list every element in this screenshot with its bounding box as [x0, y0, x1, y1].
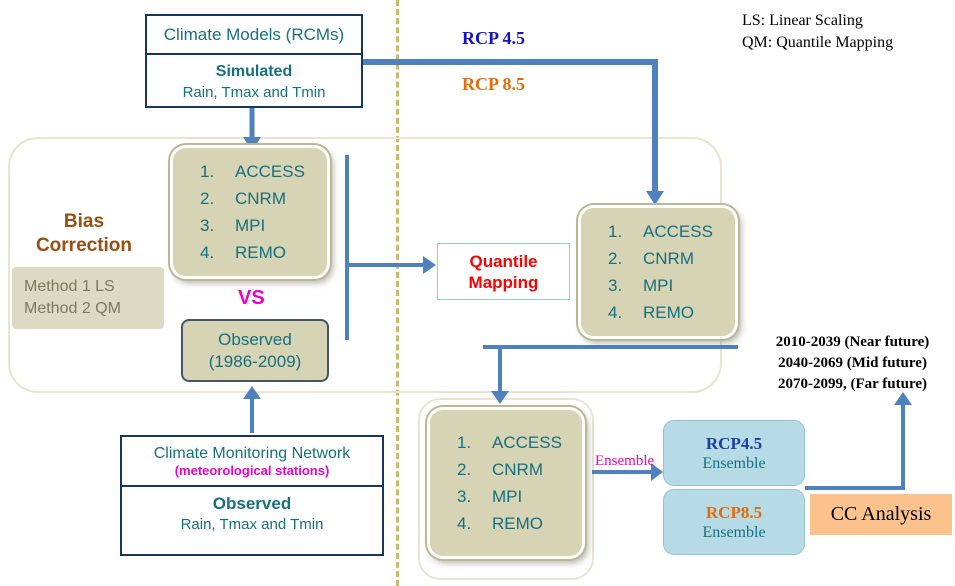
future-periods-text: 2010-2039 (Near future) 2040-2069 (Mid f…	[750, 332, 955, 395]
cc-analysis-box: CC Analysis	[810, 494, 952, 535]
climate-models-title: Climate Models (RCMs)	[147, 16, 361, 55]
model-item: 2.CNRM	[608, 248, 694, 268]
bias-correction-methods-box: Method 1 LS Method 2 QM	[12, 267, 164, 329]
rcp45-label: RCP 4.5	[462, 28, 525, 48]
simulated-variables: Rain, Tmax and Tmin	[182, 84, 326, 101]
observed-line2: (1986-2009)	[208, 351, 302, 371]
rcp85-ensemble-box: RCP8.5 Ensemble	[663, 489, 805, 555]
quantile-mapping-line1: Quantile	[469, 251, 538, 271]
rcp45-ensemble-subtitle: Ensemble	[702, 454, 766, 472]
model-item: 3.MPI	[457, 486, 523, 506]
rcp45-ensemble-box: RCP4.5 Ensemble	[663, 420, 805, 486]
rcp85-ensemble-subtitle: Ensemble	[702, 523, 766, 541]
far-future-period: 2070-2099, (Far future)	[777, 376, 927, 392]
monitoring-title: Climate Monitoring Network	[153, 445, 351, 462]
model-item: 3.MPI	[608, 275, 674, 295]
quantile-mapping-box: Quantile Mapping	[437, 243, 570, 300]
rcp45-ensemble-title: RCP4.5	[705, 433, 763, 453]
arrow-to-future-periods-line	[805, 404, 905, 490]
model-item: 1.ACCESS	[200, 161, 305, 181]
model-item: 3.MPI	[200, 215, 266, 235]
quantile-mapping-line2: Mapping	[468, 272, 539, 292]
near-future-period: 2010-2039 (Near future)	[775, 334, 930, 350]
observed-label: Observed	[212, 494, 292, 513]
model-item: 2.CNRM	[457, 459, 543, 479]
model-item: 4.REMO	[200, 242, 286, 262]
model-item: 4.REMO	[457, 513, 543, 533]
legend-ls: LS: Linear Scaling	[742, 12, 863, 29]
bias-correction-title: Bias Correction	[35, 211, 133, 256]
monitoring-subtitle: (meteorological stations)	[122, 463, 382, 487]
observed-period-box: Observed (1986-2009)	[181, 319, 329, 382]
legend: LS: Linear Scaling QM: Quantile Mapping	[742, 10, 893, 54]
model-item: 4.REMO	[608, 302, 694, 322]
corrected-models-box: 1.ACCESS 2.CNRM 3.MPI 4.REMO	[427, 407, 585, 559]
ensemble-arrow-label: Ensemble	[595, 453, 655, 469]
rcp85-label: RCP 8.5	[462, 74, 525, 94]
simulated-label: Simulated	[215, 63, 293, 80]
mid-future-period: 2040-2069 (Mid future)	[778, 355, 927, 371]
method-2-qm: Method 2 QM	[24, 300, 121, 317]
method-1-ls: Method 1 LS	[24, 278, 115, 295]
model-item: 2.CNRM	[200, 188, 286, 208]
legend-qm: QM: Quantile Mapping	[742, 34, 894, 51]
cc-analysis-label: CC Analysis	[830, 503, 932, 525]
observed-variables: Rain, Tmax and Tmin	[180, 516, 324, 533]
observed-line1: Observed	[218, 329, 292, 349]
climate-models-body: Simulated Rain, Tmax and Tmin	[147, 55, 361, 103]
rcp85-ensemble-title: RCP8.5	[705, 502, 763, 522]
simulated-models-box: 1.ACCESS 2.CNRM 3.MPI 4.REMO	[170, 145, 330, 279]
vs-label: VS	[238, 287, 265, 309]
climate-models-box: Climate Models (RCMs) Simulated Rain, Tm…	[145, 14, 363, 108]
model-item: 1.ACCESS	[608, 221, 713, 241]
model-item: 1.ACCESS	[457, 432, 562, 452]
scenario-models-box: 1.ACCESS 2.CNRM 3.MPI 4.REMO	[578, 205, 738, 339]
section-divider-line	[396, 0, 399, 586]
monitoring-body: Observed Rain, Tmax and Tmin	[122, 487, 382, 535]
climate-monitoring-box: Climate Monitoring Network (meteorologic…	[120, 435, 384, 556]
